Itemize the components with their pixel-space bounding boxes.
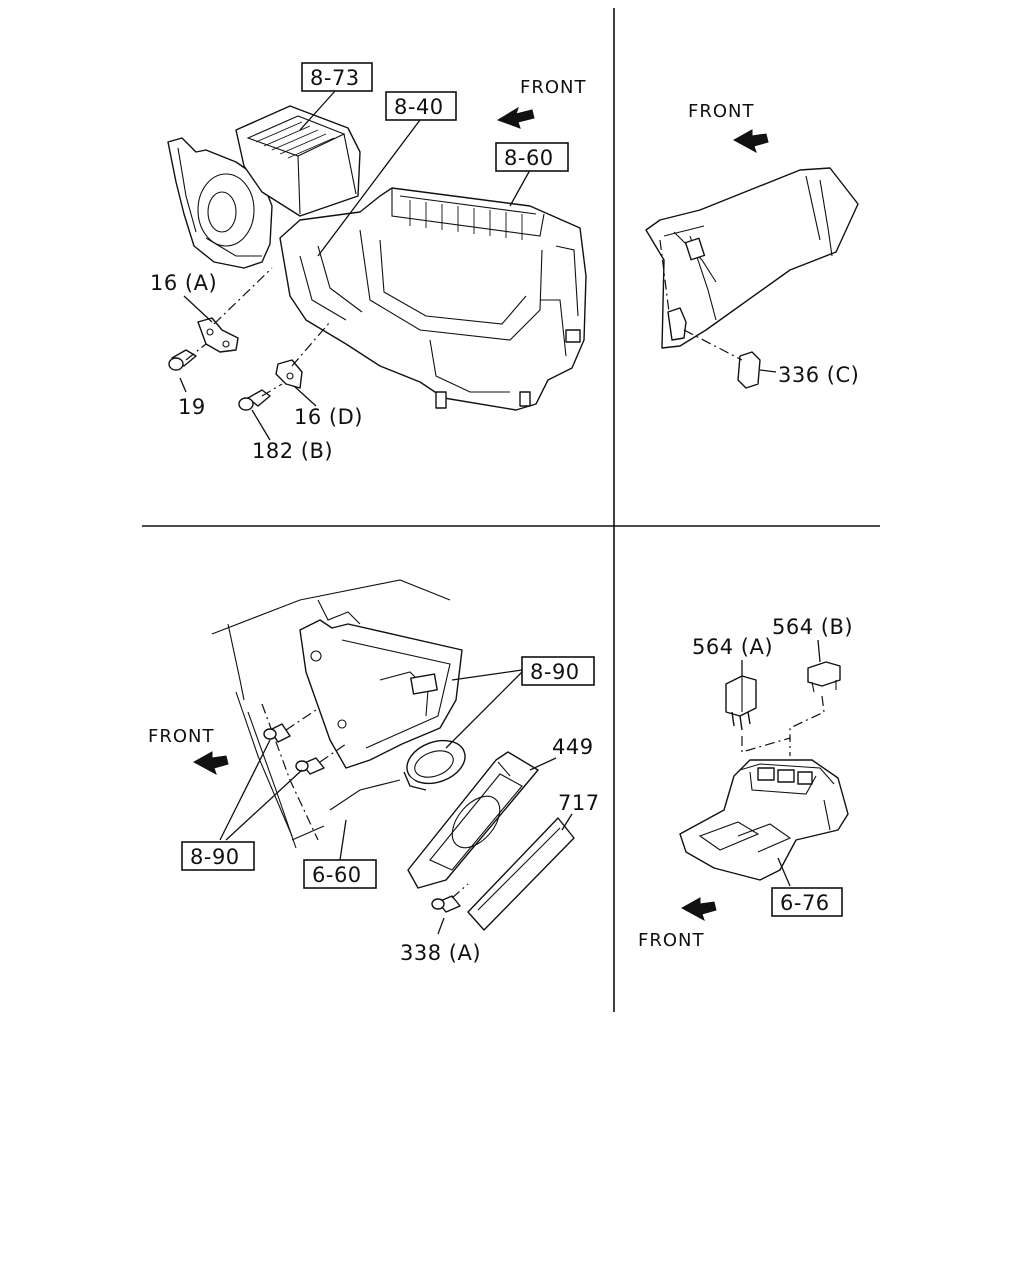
part-19-label: 19: [178, 395, 206, 419]
blower-unit: [167, 137, 273, 269]
part-449-label: 449: [552, 735, 594, 759]
part-182b-label: 182 (B): [252, 439, 333, 463]
panel-air-filter: 8-90 8-90 6-60 449 717 338 (A) FRONT: [148, 579, 600, 965]
front-label-bottom-left: FRONT: [148, 726, 215, 747]
part-336c-label: 336 (C): [778, 363, 859, 387]
intake-box: [235, 105, 361, 217]
part-16a-label: 16 (A): [150, 271, 217, 295]
round-outlet: [403, 739, 466, 791]
front-arrow-icon: [732, 129, 769, 154]
heater-case: [279, 187, 587, 411]
bracket-16d: [275, 359, 303, 389]
screw-182b: [238, 389, 271, 411]
relay-564a: [725, 675, 757, 731]
relay-564b: [807, 661, 841, 693]
part-717-label: 717: [558, 791, 600, 815]
front-label-bottom-right: FRONT: [638, 930, 705, 951]
duct-housing: [299, 619, 463, 769]
part-564a-label: 564 (A): [692, 635, 773, 659]
screw-8-90: [263, 723, 291, 743]
front-arrow-icon: [680, 897, 717, 922]
panel-relay-console: 564 (A) 564 (B) 6-76 FRONT: [638, 615, 853, 951]
front-label-top-right: FRONT: [688, 101, 755, 122]
ref-8-73: 8-73: [310, 66, 360, 90]
panel-clip-336c: FRONT 336 (C): [645, 101, 859, 389]
clip-336c: [737, 351, 761, 389]
ref-8-60: 8-60: [504, 146, 554, 170]
front-arrow-icon: [496, 106, 535, 129]
part-16d-label: 16 (D): [294, 405, 363, 429]
filter-frame-449: [407, 751, 539, 889]
ref-8-90-top: 8-90: [530, 660, 580, 684]
cover-717: [467, 817, 575, 931]
ref-8-90-bottom: 8-90: [190, 845, 240, 869]
front-label-top-left: FRONT: [520, 77, 587, 98]
console-6-76: [679, 759, 849, 881]
ref-6-60: 6-60: [312, 863, 362, 887]
part-338a-label: 338 (A): [400, 941, 481, 965]
front-arrow-icon: [192, 751, 229, 776]
part-564b-label: 564 (B): [772, 615, 853, 639]
bracket-16a: [197, 317, 239, 353]
ref-8-40: 8-40: [394, 95, 444, 119]
screw-338a: [431, 895, 461, 913]
ref-6-76: 6-76: [780, 891, 830, 915]
screw-8-90-b: [295, 757, 325, 775]
panel-heater-unit: 8-73 8-40 8-60 FRONT 16 (A) 19 16 (D) 18…: [150, 62, 587, 463]
screw-19: [168, 349, 197, 371]
